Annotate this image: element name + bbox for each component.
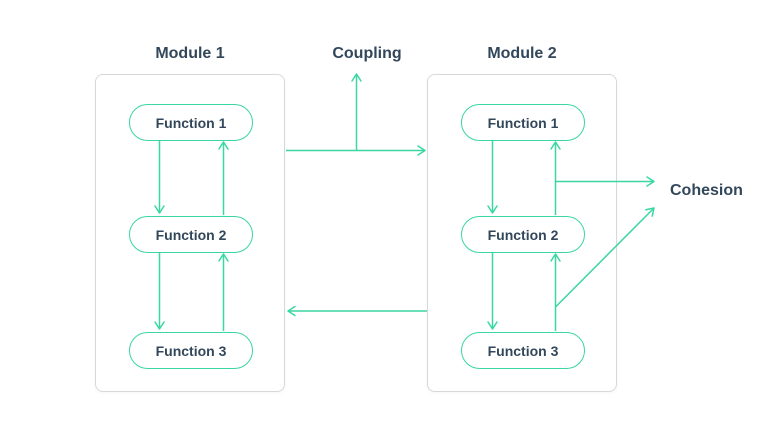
module2-function2-pill: Function 2 [461,216,585,253]
module2-function3-pill: Function 3 [461,332,585,369]
cohesion-label: Cohesion [670,182,743,199]
module1-box: Function 1 Function 2 Function 3 [95,74,285,392]
module2-box: Function 1 Function 2 Function 3 [427,74,617,392]
module1-function1-label: Function 1 [155,114,227,131]
module2-function1-pill: Function 1 [461,104,585,141]
module1-function2-label: Function 2 [155,226,227,243]
module2-function3-label: Function 3 [487,342,559,359]
module2-function1-label: Function 1 [487,114,559,131]
module1-function2-pill: Function 2 [129,216,253,253]
coupling-label: Coupling [332,45,402,62]
module1-title: Module 1 [155,45,225,62]
module1-function3-label: Function 3 [155,342,227,359]
module2-function2-label: Function 2 [487,226,559,243]
module1-function3-pill: Function 3 [129,332,253,369]
module1-function1-pill: Function 1 [129,104,253,141]
module2-title: Module 2 [487,45,557,62]
